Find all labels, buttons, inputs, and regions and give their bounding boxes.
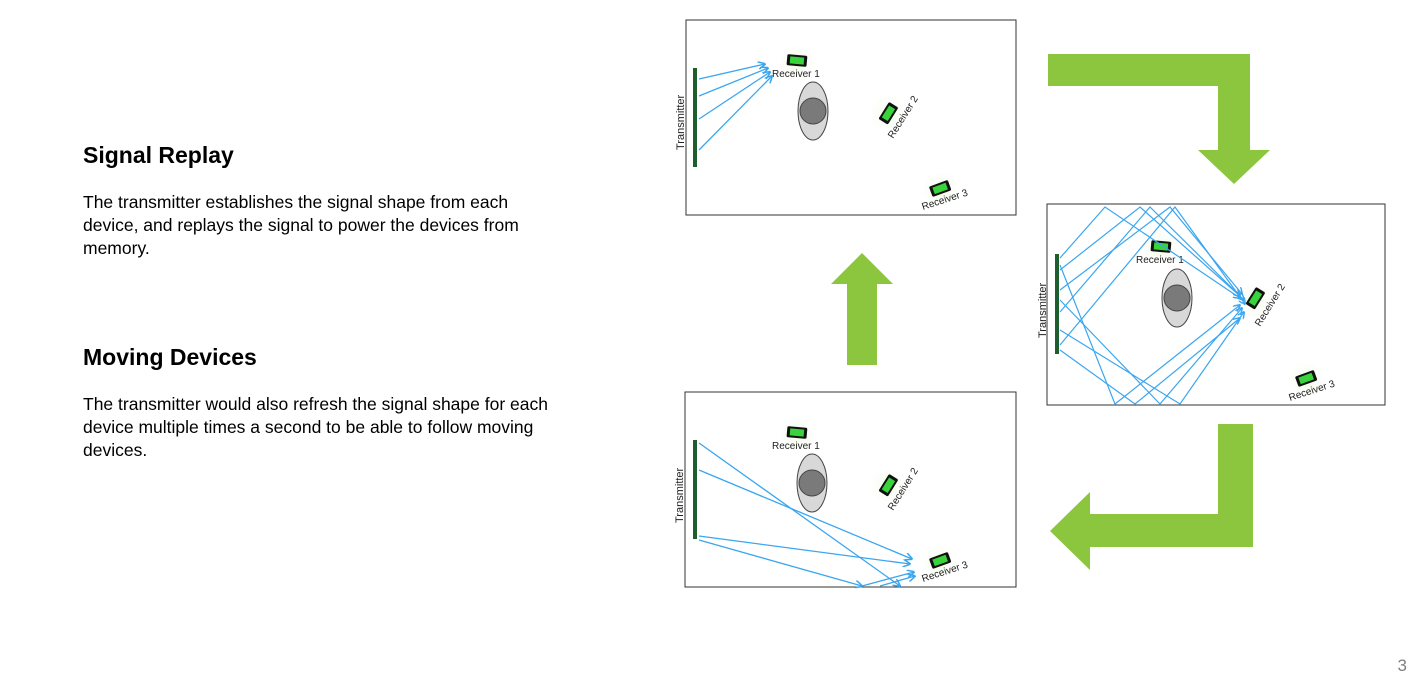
cycle-arrow-right-down <box>1048 54 1270 184</box>
moving-devices-body: The transmitter would also refresh the s… <box>83 394 548 460</box>
phone-icon <box>879 102 898 125</box>
transmitter-bar <box>1055 254 1059 354</box>
phone-icon <box>1246 287 1265 310</box>
transmitter-bar <box>693 440 697 539</box>
phone-icon <box>786 426 808 439</box>
receiver-1-label: Receiver 1 <box>772 441 820 452</box>
signal-replay-body: The transmitter establishes the signal s… <box>83 192 519 258</box>
phone-icon <box>1150 240 1172 253</box>
transmitter-label: Transmitter <box>1037 282 1049 338</box>
panel-moving-devices: Transmitter Receiver 1 Receiver 2 Receiv… <box>674 391 1017 587</box>
cycle-arrow-up <box>831 253 893 365</box>
transmitter-bar <box>693 68 697 167</box>
phone-icon <box>929 180 952 197</box>
signal-replay-title: Signal Replay <box>83 142 234 168</box>
page-number: 3 <box>1397 656 1407 675</box>
cycle-arrow-down-left <box>1050 424 1253 570</box>
receiver-1-label: Receiver 1 <box>1136 255 1184 266</box>
transmitter-label: Transmitter <box>674 467 686 523</box>
phone-icon <box>929 552 952 569</box>
moving-devices-title: Moving Devices <box>83 344 257 370</box>
receiver-1-label: Receiver 1 <box>772 69 820 80</box>
phone-icon <box>1295 370 1318 387</box>
phone-icon <box>879 474 898 497</box>
transmitter-label: Transmitter <box>675 94 687 150</box>
panel-signal-replay-1: Transmitter Receiver 1 Receiver 2 Receiv… <box>675 19 1017 216</box>
phone-icon <box>786 54 808 67</box>
panel-signal-replay-2: Transmitter Receiver 1 Receiver 2 Receiv… <box>1037 203 1386 406</box>
